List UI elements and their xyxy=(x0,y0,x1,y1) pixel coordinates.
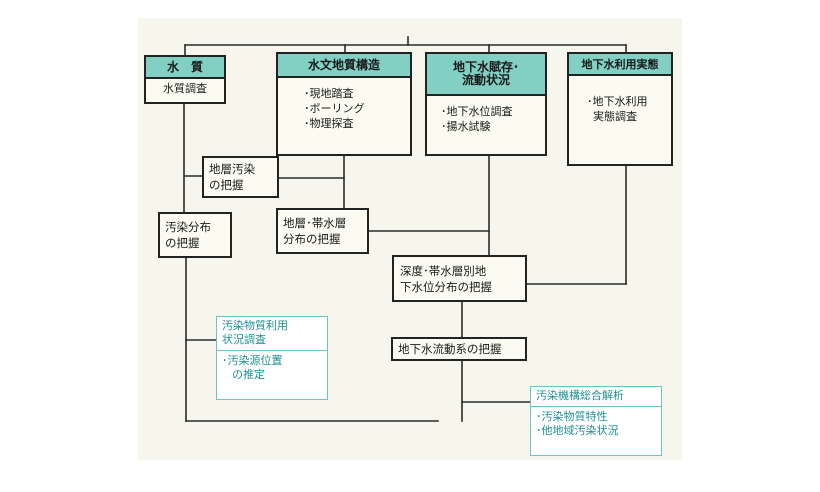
groundwater-level-line-1: 深度･帯水層別地 xyxy=(400,263,487,278)
groundwater-title-line-2: 流動状況 xyxy=(461,73,510,87)
hydrogeology-box: 水文地質構造 ･現地踏査 ･ボーリング ･物理探査 xyxy=(276,52,412,156)
water-level-item: ･地下水位調査 xyxy=(441,105,513,118)
strata-contamination-line-1: 地層汚染 xyxy=(209,162,255,176)
usage-survey-box: 汚染物質利用 状況調査 ･汚染源位置 の推定 xyxy=(216,316,328,400)
contamination-distribution-box: 汚染分布 の把握 xyxy=(158,212,232,258)
other-region-item: ･他地域汚染状況 xyxy=(536,424,619,437)
usage-status-box: 地下水利用実態 ･地下水利用 実態調査 xyxy=(567,52,673,166)
usage-status-title: 地下水利用実態 xyxy=(567,52,673,76)
usage-survey-head-line-2: 状況調査 xyxy=(222,333,266,346)
water-quality-title: 水 質 xyxy=(144,55,226,79)
aquifer-distribution-box: 地層･帯水層 分布の把握 xyxy=(276,208,369,254)
contamination-distribution-line-1: 汚染分布 xyxy=(165,220,211,234)
groundwater-level-line-2: 下水位分布の把握 xyxy=(400,279,492,294)
flow-system-box: 地下水流動系の把握 xyxy=(391,337,527,361)
groundwater-box: 地下水賦存･ 流動状況 ･地下水位調査 ･揚水試験 xyxy=(425,52,547,156)
pumping-test-item: ･揚水試験 xyxy=(441,120,491,133)
field-survey-item: ･現地踏査 xyxy=(304,87,354,100)
usage-item-line-1: ･地下水利用 xyxy=(587,95,648,108)
aquifer-distribution-line-2: 分布の把握 xyxy=(283,232,341,246)
geophysical-item: ･物理探査 xyxy=(304,117,354,130)
boring-item: ･ボーリング xyxy=(304,102,365,115)
contamination-distribution-line-2: の把握 xyxy=(165,236,200,250)
water-quality-survey: 水質調査 xyxy=(144,79,226,104)
strata-contamination-box: 地層汚染 の把握 xyxy=(202,156,279,198)
flow-system-label: 地下水流動系の把握 xyxy=(398,342,502,356)
groundwater-title-line-1: 地下水賦存･ xyxy=(452,60,519,74)
source-location-line-1: ･汚染源位置 xyxy=(222,354,283,367)
water-quality-box: 水 質 水質調査 xyxy=(144,55,226,104)
usage-survey-head-line-1: 汚染物質利用 xyxy=(222,319,288,332)
hydrogeology-title: 水文地質構造 xyxy=(276,52,412,78)
mechanism-analysis-title: 汚染機構総合解析 xyxy=(531,387,661,407)
usage-item-line-2: 実態調査 xyxy=(593,110,637,123)
strata-contamination-line-2: の把握 xyxy=(209,178,244,192)
source-location-line-2: の推定 xyxy=(232,368,265,381)
aquifer-distribution-line-1: 地層･帯水層 xyxy=(283,216,347,230)
groundwater-level-box: 深度･帯水層別地 下水位分布の把握 xyxy=(392,255,527,302)
substance-property-item: ･汚染物質特性 xyxy=(536,410,608,423)
mechanism-analysis-box: 汚染機構総合解析 ･汚染物質特性 ･他地域汚染状況 xyxy=(530,386,662,456)
